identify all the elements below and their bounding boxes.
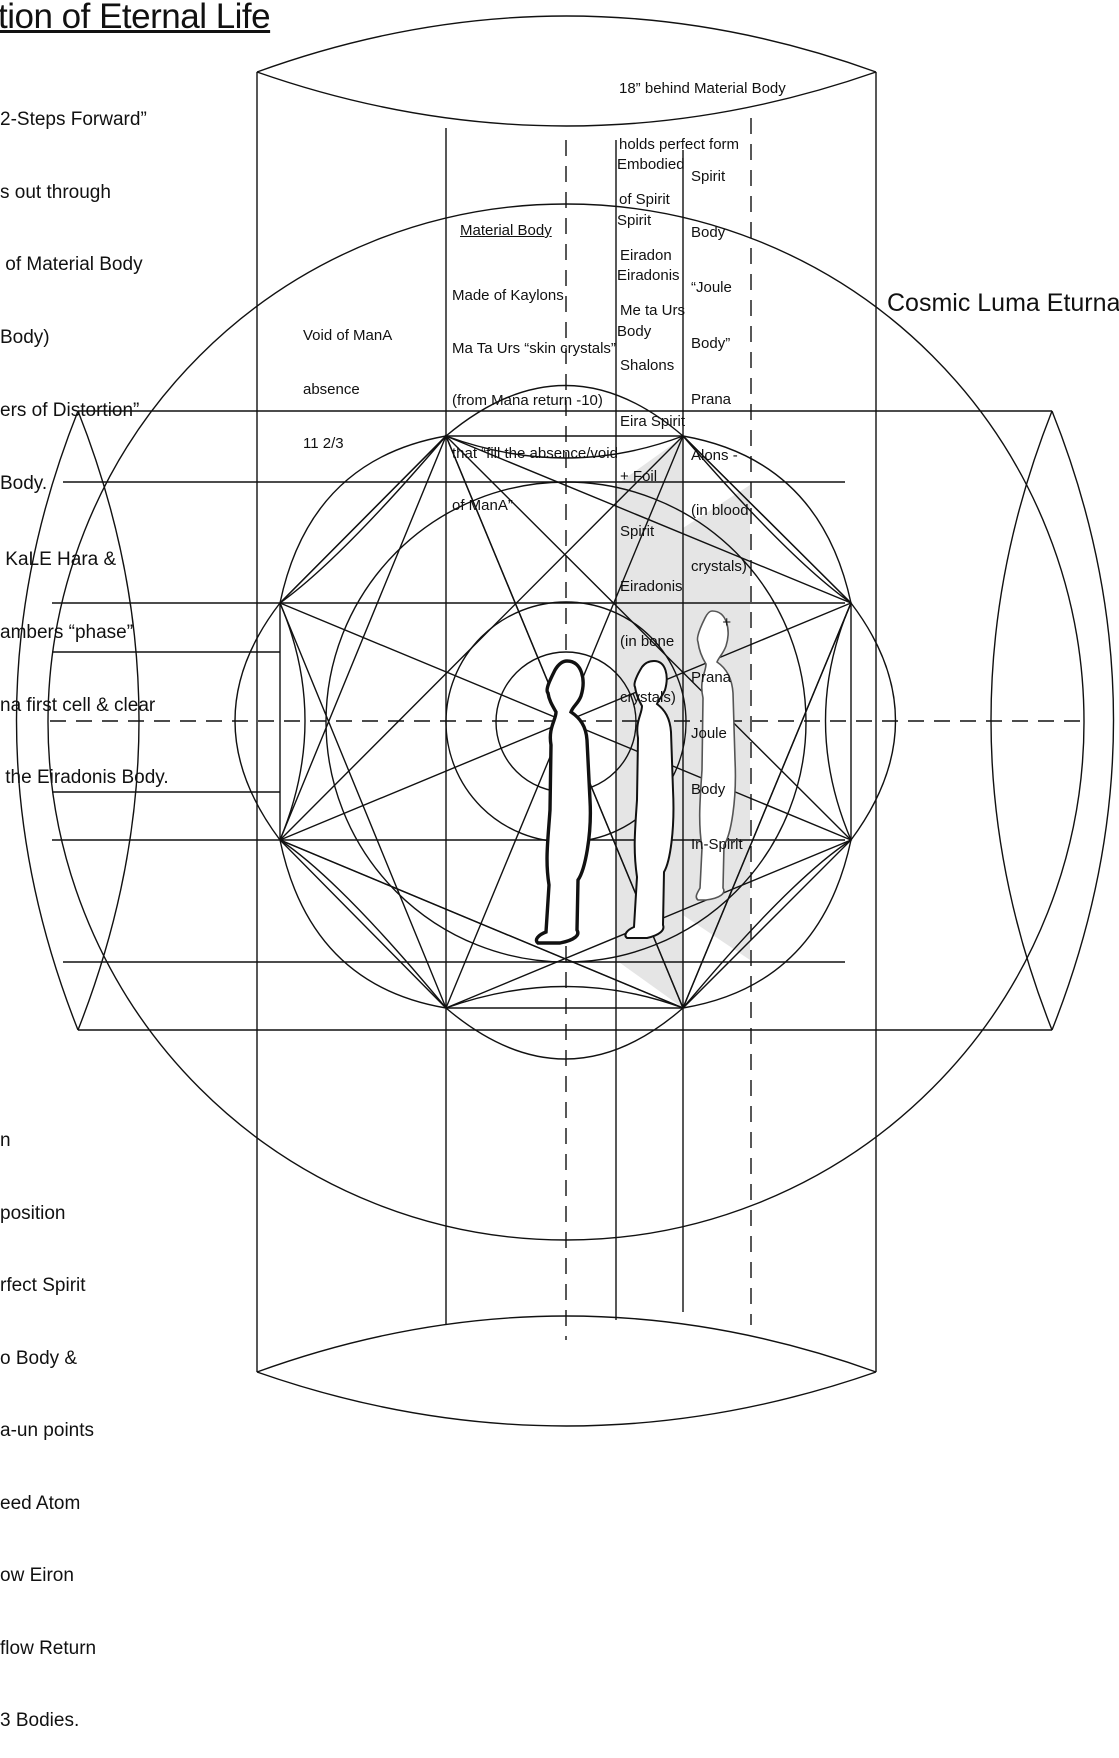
- left-line: ambers “phase”: [0, 621, 134, 643]
- left-line: of Material Body: [0, 254, 143, 276]
- cosmic-luma-label: Cosmic Luma Eturna: [887, 289, 1119, 317]
- spirit-body-figure: [695, 610, 737, 901]
- eiradon-line: + Foil: [620, 467, 658, 485]
- top-note-line: holds perfect form: [619, 135, 740, 153]
- bottom-left-line: flow Return: [0, 1637, 97, 1659]
- spirit-line: Body”: [691, 335, 731, 353]
- void-line: Void of ManA: [303, 327, 393, 344]
- eiradon-line: crystals): [620, 688, 676, 706]
- left-line: KaLE Hara &: [0, 549, 117, 571]
- eiradon-line: Spirit: [620, 523, 655, 541]
- top-note-line: 18” behind Material Body: [619, 80, 786, 97]
- spirit-line: In-Spirit: [691, 836, 743, 854]
- embodied-line: Spirit: [617, 211, 652, 229]
- material-body-description: Made of Kaylons Ma Ta Urs “skin crystals…: [452, 253, 618, 533]
- spirit-line: +: [722, 613, 732, 631]
- horizontal-cylinder: [15, 410, 1115, 1031]
- left-line: s out through: [0, 181, 111, 203]
- embodied-spirit-label: Embodied Spirit Eiradonis Body: [617, 120, 685, 359]
- material-line: Ma Ta Urs “skin crystals”: [452, 339, 616, 357]
- spirit-line: Joule: [691, 725, 727, 743]
- material-body-title: Material Body: [460, 222, 552, 239]
- eiradon-line: Shalons: [620, 357, 675, 375]
- eiradon-line: Eiradonis: [620, 578, 683, 596]
- bottom-left-line: a-un points: [0, 1420, 95, 1441]
- eiradon-line: Eiradon: [620, 247, 672, 264]
- bottom-left-description: n position rfect Spirit o Body & a-un po…: [0, 1083, 96, 1758]
- material-body-figure: [534, 659, 593, 945]
- embodied-line: Body: [617, 322, 652, 340]
- embodied-line: Embodied: [617, 156, 685, 173]
- left-line: 2-Steps Forward”: [0, 109, 147, 130]
- spirit-line: Alons -: [691, 446, 738, 464]
- bottom-left-line: ow Eiron: [0, 1565, 74, 1586]
- material-line: that “fill the absence/void: [452, 444, 618, 462]
- bottom-left-line: rfect Spirit: [0, 1275, 86, 1296]
- spirit-line: crystals): [691, 557, 747, 575]
- page-title: tion of Eternal Life: [0, 0, 271, 36]
- eiradonis-body-figure: [624, 659, 675, 939]
- eiradon-column-label: Eiradon Me ta Urs Shalons Eira Spirit + …: [620, 211, 685, 725]
- eiradon-line: (in bone: [620, 633, 675, 651]
- eiradon-line: Eira Spirit: [620, 412, 686, 430]
- left-line: Body): [0, 327, 50, 349]
- spirit-line: Prana: [691, 390, 732, 408]
- diagram-canvas: [15, 15, 1115, 1427]
- void-label: Void of ManA absence 11 2/3: [303, 292, 392, 471]
- top-note-line: of Spirit: [619, 191, 670, 208]
- embodied-line: Eiradonis: [617, 267, 680, 284]
- left-line: Body.: [0, 472, 48, 494]
- left-line: the Eiradonis Body.: [0, 767, 169, 789]
- left-line: na first cell & clear: [0, 694, 156, 716]
- top-note: 18” behind Material Body holds perfect f…: [619, 44, 786, 228]
- vertical-cylinder: [256, 15, 877, 1427]
- spirit-body-column-label: Spirit Body “Joule Body” Prana Alons - (…: [691, 132, 749, 873]
- bottom-left-line: n: [0, 1130, 11, 1151]
- spirit-line: “Joule: [691, 279, 732, 297]
- bottom-left-line: 3 Bodies.: [0, 1710, 80, 1731]
- bottom-left-line: eed Atom: [0, 1492, 81, 1514]
- spirit-line: (in blood: [691, 502, 749, 520]
- material-line: (from Mana return -10): [452, 392, 603, 409]
- left-line: ers of Distortion”: [0, 399, 140, 421]
- eiradon-line: Me ta Urs: [620, 302, 686, 320]
- spirit-line: Prana: [691, 669, 732, 687]
- bottom-left-line: position: [0, 1202, 66, 1224]
- bottom-left-line: o Body &: [0, 1347, 78, 1369]
- spirit-line: Body: [691, 223, 726, 241]
- material-line: of ManA”: [452, 497, 513, 514]
- material-line: Made of Kaylons: [452, 287, 564, 304]
- void-line: 11 2/3: [303, 435, 344, 452]
- spirit-line: Spirit: [691, 168, 726, 185]
- spirit-line: Body: [691, 780, 726, 798]
- void-line: absence: [303, 381, 360, 398]
- left-description: 2-Steps Forward” s out through of Materi…: [0, 62, 169, 815]
